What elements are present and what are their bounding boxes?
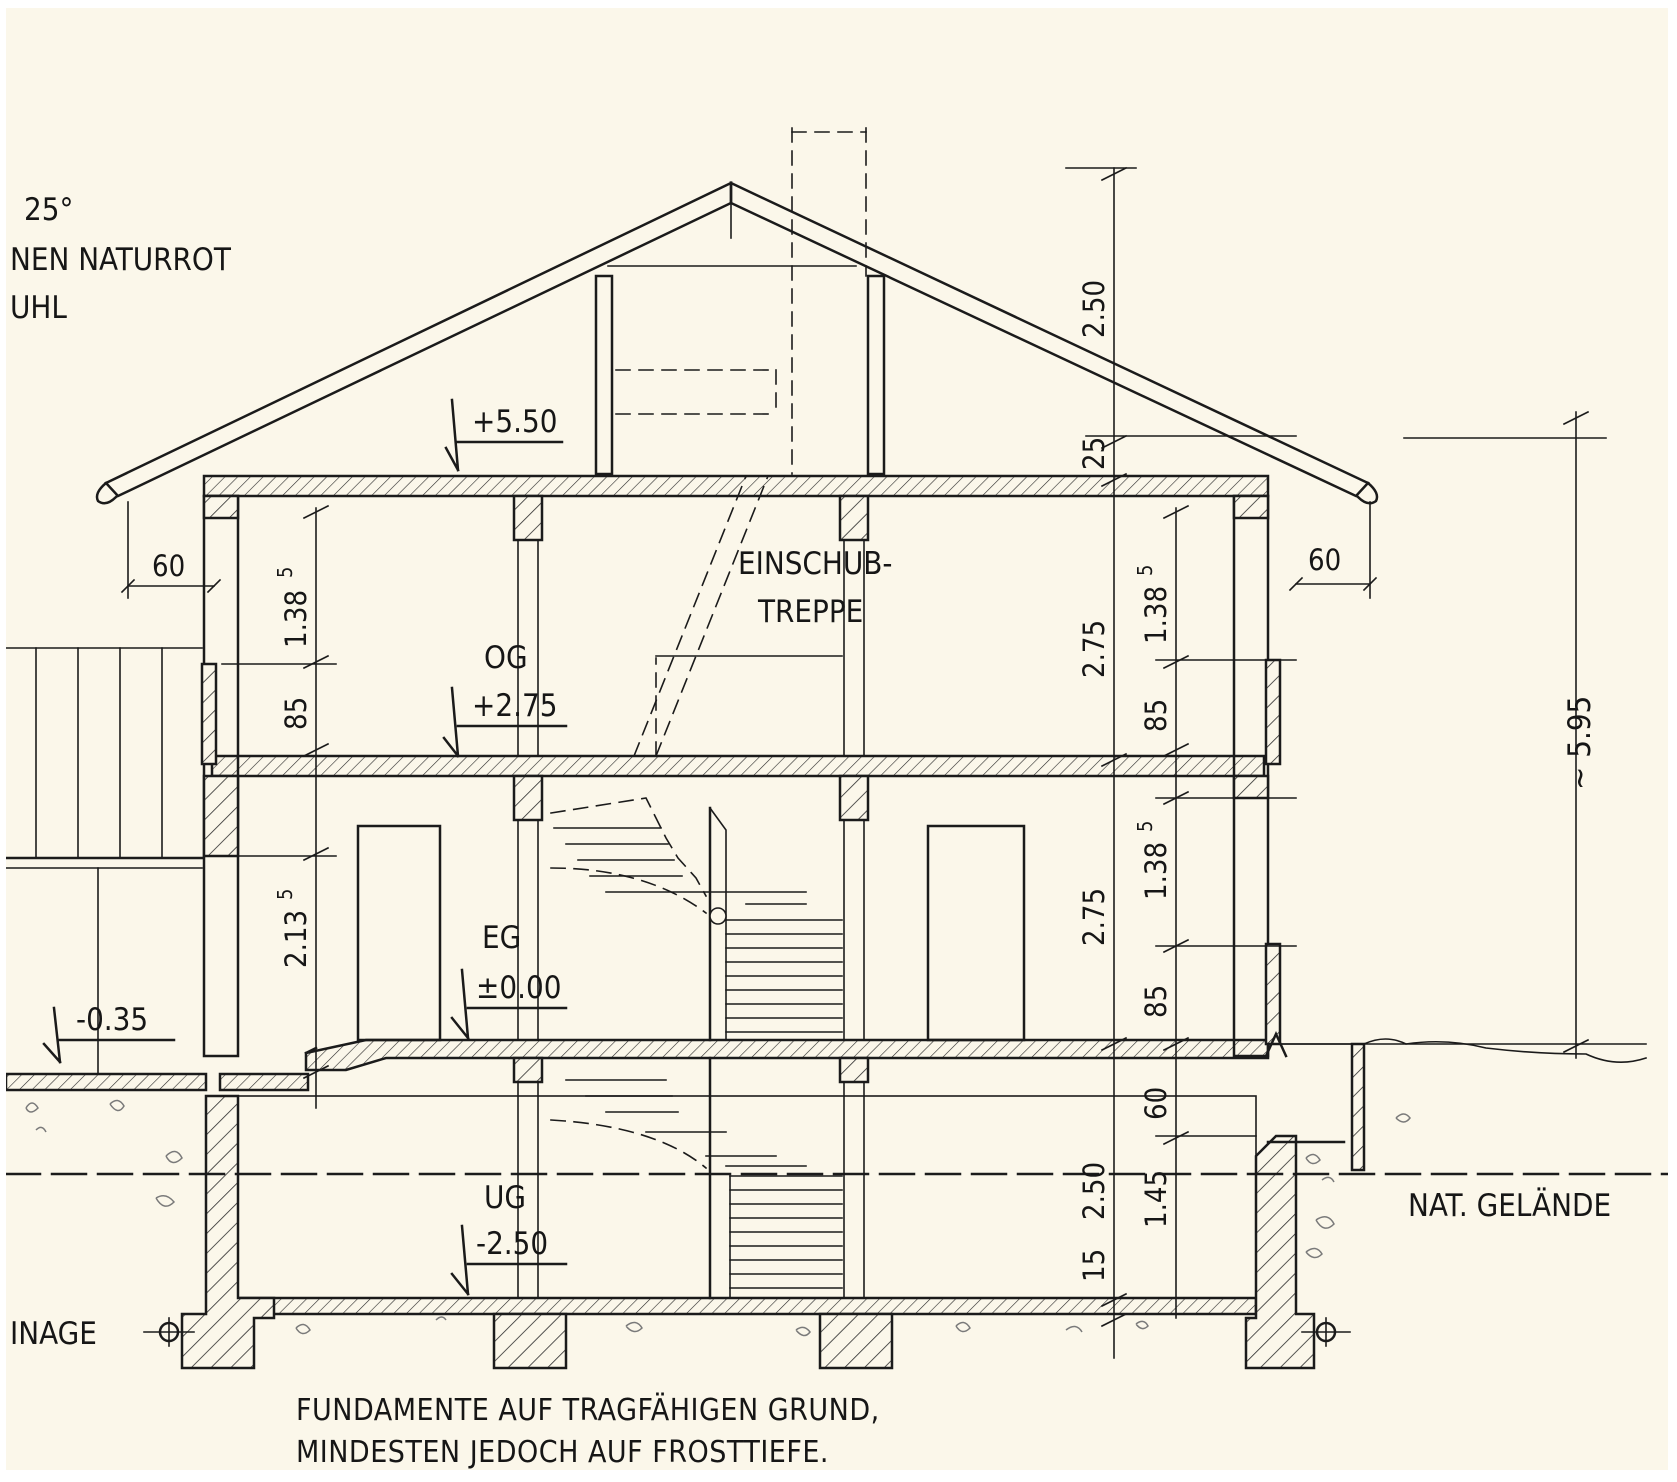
roof-pitch-note: 25° [24, 192, 73, 228]
level-markers [42, 398, 1288, 1296]
right-dimension-texts: 1.38 5 85 1.38 5 85 60 1.45 [1133, 565, 1173, 1228]
og-name: OG [484, 640, 528, 676]
basement-walls [180, 1094, 1316, 1370]
level-og: +2.75 [472, 688, 557, 724]
roof-post-left [594, 274, 614, 476]
top-left-notes: 25° NEN NATURROT UHL [10, 192, 232, 326]
center-dim-foundation: 15 [1077, 1249, 1111, 1282]
roof-tile-note: NEN NATURROT [10, 242, 232, 278]
level-eg: ±0.00 [476, 970, 561, 1006]
right-dim-eg-upper-sup: 5 [1133, 821, 1157, 832]
level-terrace: -0.35 [76, 1002, 148, 1038]
terrain [6, 1038, 1668, 1337]
door-right [926, 824, 1026, 1042]
exterior-walls [200, 494, 1282, 1058]
left-dimension-texts: 1.38 5 85 2.13 5 [273, 567, 313, 968]
right-dim-ug-lower: 1.45 [1139, 1170, 1173, 1228]
center-dim-ug: 2.50 [1077, 1162, 1111, 1220]
ug-name: UG [484, 1180, 526, 1216]
stair-eg [550, 797, 843, 1042]
center-dim-roof-slab: 25 [1077, 437, 1111, 470]
stair-label-line1: EINSCHUB- [738, 546, 893, 582]
column-lines [517, 539, 865, 1299]
drainage-pipe [143, 1317, 1351, 1347]
right-dim-eg-parapet: 85 [1139, 985, 1173, 1018]
left-dim-og-upper: 1.38 [279, 590, 313, 648]
level-ug: -2.50 [476, 1226, 548, 1262]
left-dim-og-upper-sup: 5 [273, 567, 297, 578]
section-drawing: 25° NEN NATURROT UHL +5.50 OG +2.75 EG ±… [6, 127, 1668, 1470]
roof-right-slope [729, 181, 1371, 498]
attic-slab [202, 474, 1270, 498]
attic-ladder [632, 474, 770, 758]
chimney-outline [791, 127, 867, 475]
foundation-note-line1: FUNDAMENTE AUF TRAGFÄHIGEN GRUND, [296, 1392, 880, 1428]
total-height-dim: ~ 5.95 [1562, 696, 1598, 790]
left-dim-eg-upper: 2.13 [279, 910, 313, 968]
eg-name: EG [482, 920, 521, 956]
level-roof: +5.50 [472, 404, 557, 440]
right-dim-og-upper-sup: 5 [1133, 565, 1157, 576]
dimension-lines [120, 166, 1607, 1359]
drawing-sheet: 25° NEN NATURROT UHL +5.50 OG +2.75 EG ±… [6, 8, 1668, 1470]
eg-slab [304, 1038, 1270, 1072]
attic-dashed-box [615, 369, 777, 415]
roof-post-right [866, 274, 886, 476]
stair-label-line2: TREPPE [757, 594, 863, 630]
foundation-note-line2: MINDESTEN JEDOCH AUF FROSTTIEFE. [296, 1435, 829, 1470]
right-dim-eg-upper: 1.38 [1139, 842, 1173, 900]
roof-truss-note: UHL [10, 290, 67, 326]
stair-ug [550, 1056, 843, 1300]
center-dim-roof: 2.50 [1077, 280, 1111, 338]
center-dimension-texts: 2.50 25 2.75 2.75 2.50 15 [1077, 280, 1111, 1282]
door-left [356, 824, 442, 1042]
right-dim-og-parapet: 85 [1139, 699, 1173, 732]
overhang-right-dim: 60 [1308, 543, 1341, 577]
overhang-left-dim: 60 [152, 549, 185, 583]
roof-left-slope [103, 181, 733, 498]
center-dim-og: 2.75 [1077, 620, 1111, 678]
adjacent-structure [6, 647, 310, 1092]
right-dim-ug-upper: 60 [1139, 1087, 1173, 1120]
left-dim-og-parapet: 85 [279, 697, 313, 730]
left-dim-eg-upper-sup: 5 [273, 889, 297, 900]
og-slab [210, 754, 1266, 778]
center-dim-eg: 2.75 [1077, 888, 1111, 946]
right-dim-og-upper: 1.38 [1139, 586, 1173, 644]
interior-beams [512, 494, 870, 1084]
terrain-label: NAT. GELÄNDE [1408, 1188, 1611, 1224]
roof [95, 127, 1379, 505]
drainage-label: INAGE [10, 1316, 97, 1352]
